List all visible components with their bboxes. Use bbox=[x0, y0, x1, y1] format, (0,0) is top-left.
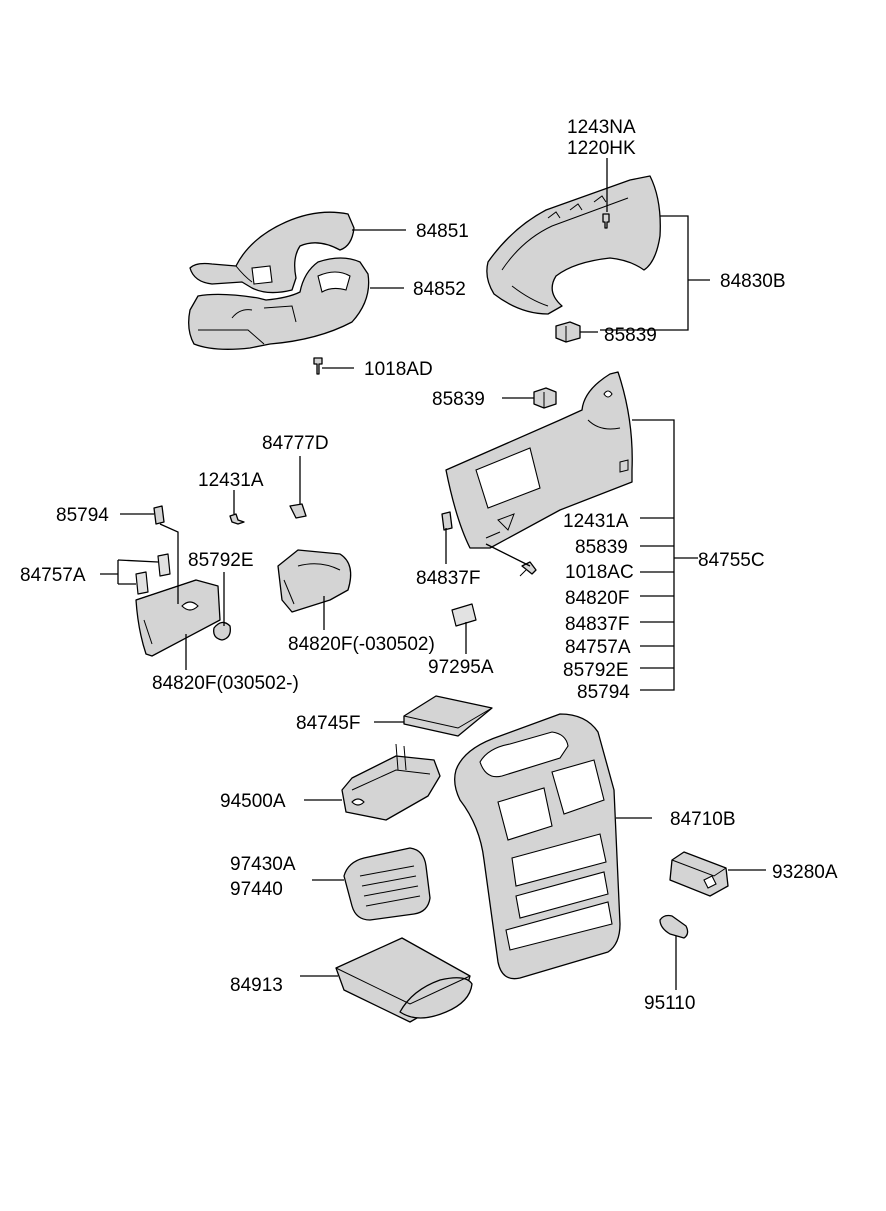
label-84777D: 84777D bbox=[262, 433, 329, 454]
label-84745F: 84745F bbox=[296, 713, 360, 734]
part-93280A-switch bbox=[669, 851, 729, 897]
part-97430A-air-vent bbox=[343, 847, 431, 921]
part-84837F-clip bbox=[441, 511, 453, 531]
label-94500A: 94500A bbox=[220, 791, 286, 812]
leader-lines bbox=[100, 158, 766, 990]
part-84777D-screw bbox=[289, 503, 307, 519]
label-84852: 84852 bbox=[413, 279, 466, 300]
part-84755C-lower-panel bbox=[445, 371, 633, 549]
label-84851: 84851 bbox=[416, 221, 469, 242]
label-85792E-right: 85792E bbox=[563, 660, 629, 681]
label-1018AD: 1018AD bbox=[364, 359, 433, 380]
label-85792E-left: 85792E bbox=[188, 550, 254, 571]
part-84820F-cover-before bbox=[277, 549, 352, 613]
label-84755C: 84755C bbox=[698, 550, 765, 571]
part-84710B-center-facia bbox=[454, 713, 621, 980]
label-85839-right: 85839 bbox=[575, 537, 628, 558]
label-93280A: 93280A bbox=[772, 862, 838, 883]
label-12431A-right: 12431A bbox=[563, 511, 629, 532]
label-84837F-left: 84837F bbox=[416, 568, 480, 589]
part-85794-clip-left bbox=[153, 505, 165, 525]
part-84913-pocket bbox=[335, 937, 473, 1023]
label-1220HK: 1220HK bbox=[567, 138, 636, 159]
part-94500A-bracket bbox=[341, 743, 441, 821]
part-85792E-knob bbox=[213, 621, 231, 641]
label-84820F-030502-after: 84820F(030502-) bbox=[152, 673, 299, 694]
part-85839-clip-mid bbox=[533, 387, 557, 409]
label-84757A-right: 84757A bbox=[565, 637, 631, 658]
part-12431A-clip-left bbox=[229, 513, 245, 525]
part-84757A-pads-left bbox=[135, 553, 171, 595]
part-1018AC-screw bbox=[519, 561, 537, 577]
label-97440: 97440 bbox=[230, 879, 283, 900]
part-labels: 1243NA 1220HK 84851 84852 84830B 85839 1… bbox=[20, 117, 838, 1014]
label-85794-left: 85794 bbox=[56, 505, 109, 526]
label-97430A: 97430A bbox=[230, 854, 296, 875]
label-95110: 95110 bbox=[644, 993, 695, 1014]
label-85794-right: 85794 bbox=[577, 682, 630, 703]
part-84852-lower-shroud bbox=[188, 257, 370, 350]
part-95110-connector bbox=[659, 914, 689, 939]
label-85839-mid: 85839 bbox=[432, 389, 485, 410]
label-97295A: 97295A bbox=[428, 657, 494, 678]
label-85839-top: 85839 bbox=[604, 325, 657, 346]
label-84913: 84913 bbox=[230, 975, 283, 996]
part-85839-clip-top bbox=[555, 321, 581, 343]
part-1243NA-screw bbox=[602, 213, 610, 229]
part-84820F-cover-after bbox=[135, 579, 221, 657]
part-97295A-pad bbox=[451, 603, 477, 627]
part-84830B-cluster-fascia bbox=[486, 175, 661, 315]
label-84830B: 84830B bbox=[720, 271, 786, 292]
label-12431A-left: 12431A bbox=[198, 470, 264, 491]
label-84757A-left: 84757A bbox=[20, 565, 86, 586]
label-84820F-right: 84820F bbox=[565, 588, 629, 609]
part-84851-upper-shroud bbox=[189, 211, 355, 294]
label-84837F-right: 84837F bbox=[565, 614, 629, 635]
label-84710B: 84710B bbox=[670, 809, 736, 830]
label-84820F-030502-before: 84820F(-030502) bbox=[288, 634, 435, 655]
part-84745F-tray bbox=[403, 695, 493, 737]
part-1018AD-screw bbox=[313, 357, 323, 375]
label-1018AC: 1018AC bbox=[565, 562, 634, 583]
label-1243NA: 1243NA bbox=[567, 117, 636, 138]
